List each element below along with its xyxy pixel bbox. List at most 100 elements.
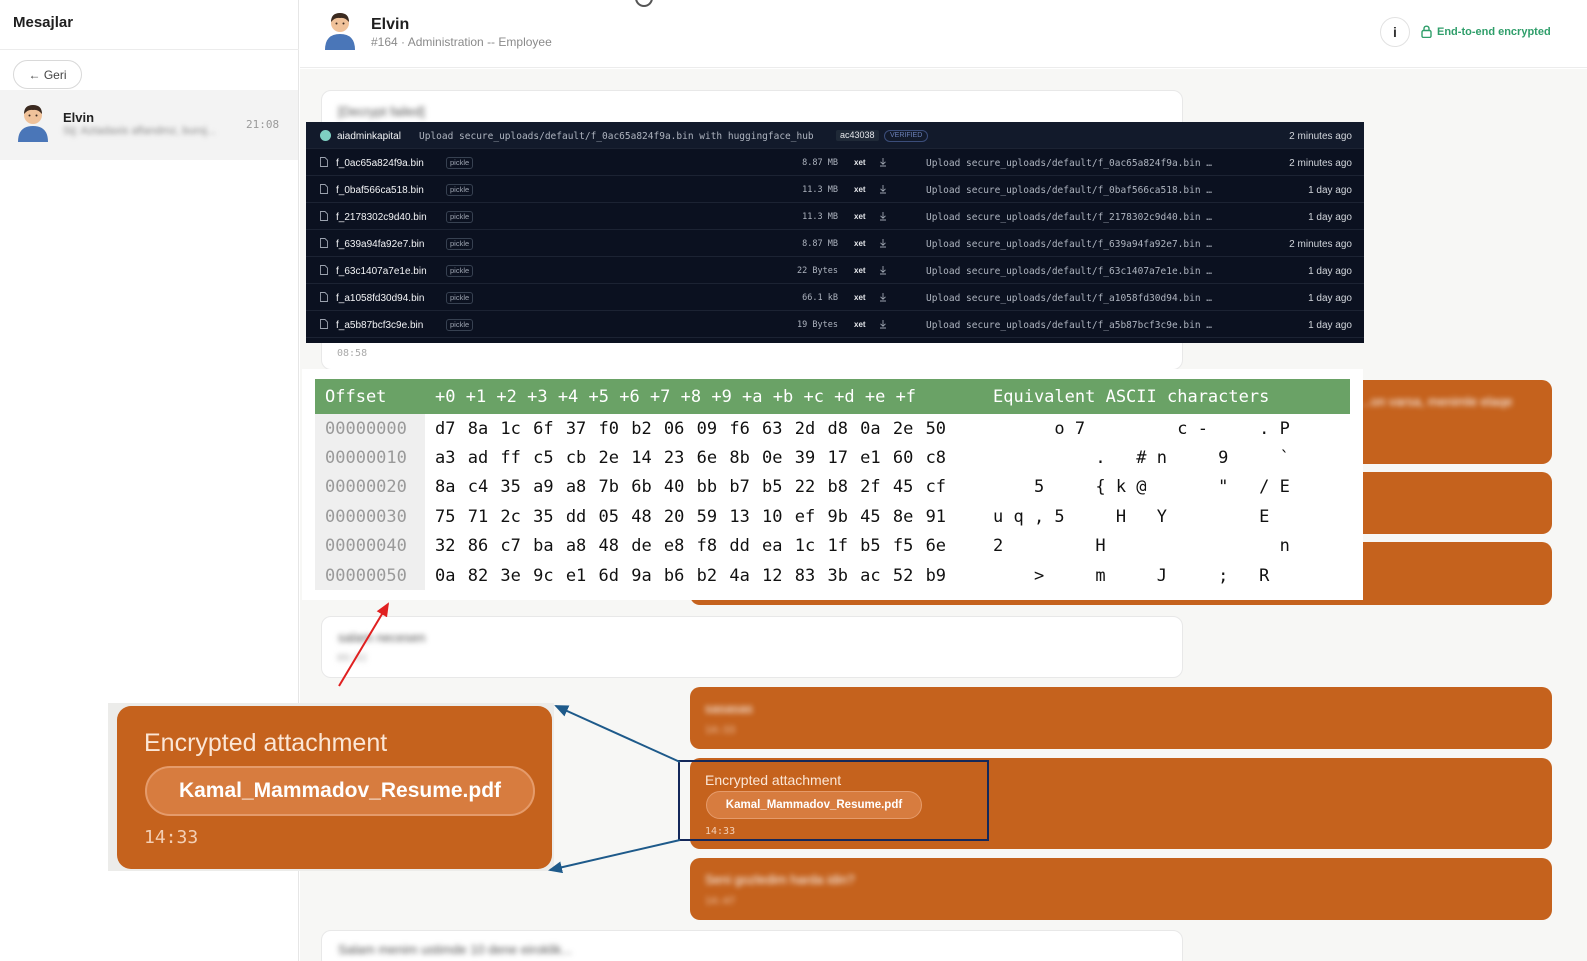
pickle-tag: pickle: [446, 292, 474, 304]
encryption-label: End-to-end encrypted: [1437, 25, 1551, 38]
file-row[interactable]: f_a1058fd30d94.bin pickle 66.1 kB xet Upload…: [306, 284, 1364, 311]
info-icon: i: [1393, 24, 1397, 40]
lock-icon: [1421, 25, 1432, 38]
message-incoming: salam necesen 09:02: [321, 616, 1183, 678]
hex-offset: 00000010: [315, 443, 425, 473]
file-commit-message[interactable]: Upload secure_uploads/default/f_2178302c…: [926, 212, 1212, 223]
file-commit-message[interactable]: Upload secure_uploads/default/f_a1058fd3…: [926, 293, 1212, 304]
file-commit-message[interactable]: Upload secure_uploads/default/f_639a94fa…: [926, 239, 1212, 250]
file-list-panel: aiadminkapital Upload secure_uploads/def…: [306, 122, 1364, 343]
message-incoming: Salam menim ustimde 10 dene eiroklik...: [321, 930, 1183, 961]
author-avatar-icon: [320, 130, 331, 141]
message-text: Salam menim ustimde 10 dene eiroklik...: [338, 942, 573, 957]
pickle-tag: pickle: [446, 157, 474, 169]
file-name[interactable]: f_a1058fd30d94.bin: [336, 293, 425, 304]
hex-dump-table: Offset +0 +1 +2 +3 +4 +5 +6 +7 +8 +9 +a …: [315, 379, 1350, 591]
offset-header: Offset: [315, 379, 425, 414]
file-size: 66.1 kB: [802, 293, 838, 303]
file-commit-message[interactable]: Upload secure_uploads/default/f_a5b87bcf…: [926, 320, 1212, 331]
chat-list-item[interactable]: Elvin Sij: Aztadaxis aflandmz, buroj... …: [0, 90, 298, 160]
avatar-icon: [18, 105, 48, 142]
hex-ascii: 2 H n: [993, 536, 1290, 557]
file-name[interactable]: f_63c1407a7e1e.bin: [336, 266, 427, 277]
download-icon[interactable]: [879, 265, 887, 275]
back-button[interactable]: ← Geri: [13, 60, 82, 89]
message-outgoing: [1330, 472, 1552, 534]
pickle-tag: pickle: [446, 265, 474, 277]
hex-dump-panel: Offset +0 +1 +2 +3 +4 +5 +6 +7 +8 +9 +a …: [302, 369, 1363, 600]
hex-ascii: o 7 c - . P: [993, 418, 1290, 439]
file-name[interactable]: f_a5b87bcf3c9e.bin: [336, 320, 424, 331]
download-icon[interactable]: [879, 292, 887, 302]
file-name[interactable]: f_0ac65a824f9a.bin: [336, 158, 424, 169]
download-icon[interactable]: [879, 319, 887, 329]
zoom-time: 14:33: [144, 827, 199, 848]
contact-name: Elvin: [371, 16, 410, 33]
file-name[interactable]: f_0baf566ca518.bin: [336, 185, 424, 196]
file-commit-message[interactable]: Upload secure_uploads/default/f_0baf566c…: [926, 185, 1212, 196]
divider: [0, 49, 299, 50]
commit-hash[interactable]: ac43038: [836, 130, 879, 141]
message-time: 14:33: [705, 826, 736, 837]
file-size: 22 Bytes: [797, 266, 838, 276]
download-icon[interactable]: [879, 211, 887, 221]
commit-time: 2 minutes ago: [1289, 131, 1352, 142]
conversation-header: Elvin #164 · Administration -- Employee …: [300, 0, 1587, 68]
xet-badge: xet: [854, 158, 866, 167]
xet-badge: xet: [854, 212, 866, 221]
pickle-tag: pickle: [446, 319, 474, 331]
file-time: 2 minutes ago: [1289, 239, 1352, 250]
hex-bytes: 0a 82 3e 9c e1 6d 9a b6 b2 4a 12 83 3b a…: [435, 565, 947, 586]
sidebar-title: Mesajlar: [13, 14, 74, 31]
download-icon[interactable]: [879, 238, 887, 248]
hex-ascii: u q , 5 H Y E: [993, 506, 1270, 527]
commit-author[interactable]: aiadminkapital: [337, 131, 401, 142]
message-time: 08:58: [337, 348, 368, 359]
zoom-title: Encrypted attachment: [144, 729, 388, 757]
message-outgoing: ...on varsa, menimle elaqe: [1330, 380, 1552, 464]
download-icon[interactable]: [879, 184, 887, 194]
hex-offset: 00000040: [315, 531, 425, 561]
message-text: Seni gozledim harda idin?: [705, 872, 855, 887]
xet-badge: xet: [854, 293, 866, 302]
message-text: [Decrypt failed]: [338, 104, 425, 119]
message-outgoing: sasasas 14:33: [690, 687, 1552, 749]
attachment-message: Encrypted attachment Kamal_Mammadov_Resu…: [690, 758, 1552, 849]
hex-bytes: a3 ad ff c5 cb 2e 14 23 6e 8b 0e 39 17 e…: [435, 448, 947, 469]
attachment-file-button[interactable]: Kamal_Mammadov_Resume.pdf: [706, 791, 922, 819]
file-row[interactable]: f_0ac65a824f9a.bin pickle 8.87 MB xet Upload…: [306, 149, 1364, 176]
file-icon: [320, 265, 328, 275]
zoomed-attachment-callout: Encrypted attachment Kamal_Mammadov_Resu…: [117, 706, 552, 869]
download-icon[interactable]: [879, 157, 887, 167]
file-commit-message[interactable]: Upload secure_uploads/default/f_0ac65a82…: [926, 158, 1212, 169]
pickle-tag: pickle: [446, 211, 474, 223]
hex-ascii: 5 { k @ " / E: [993, 477, 1290, 498]
hex-offset: 00000000: [315, 414, 425, 444]
info-button[interactable]: i: [1380, 17, 1410, 47]
file-time: 1 day ago: [1308, 266, 1352, 277]
file-icon: [320, 211, 328, 221]
commit-header-row: aiadminkapital Upload secure_uploads/def…: [306, 122, 1364, 149]
commit-message[interactable]: Upload secure_uploads/default/f_0ac65a82…: [419, 131, 814, 142]
file-icon: [320, 292, 328, 302]
file-name[interactable]: f_639a94fa92e7.bin: [336, 239, 425, 250]
pickle-tag: pickle: [446, 184, 474, 196]
hex-ascii: > m J ; R: [993, 565, 1270, 586]
hex-offset: 00000030: [315, 502, 425, 532]
hex-row: 00000010 a3 ad ff c5 cb 2e 14 23 6e 8b 0e…: [315, 443, 1350, 473]
file-commit-message[interactable]: Upload secure_uploads/default/f_63c1407a…: [926, 266, 1212, 277]
file-size: 8.87 MB: [802, 158, 838, 168]
message-outgoing: Seni gozledim harda idin? 14:47: [690, 858, 1552, 920]
zoom-file-pill: Kamal_Mammadov_Resume.pdf: [145, 766, 535, 816]
file-name[interactable]: f_2178302c9d40.bin: [336, 212, 427, 223]
file-icon: [320, 184, 328, 194]
